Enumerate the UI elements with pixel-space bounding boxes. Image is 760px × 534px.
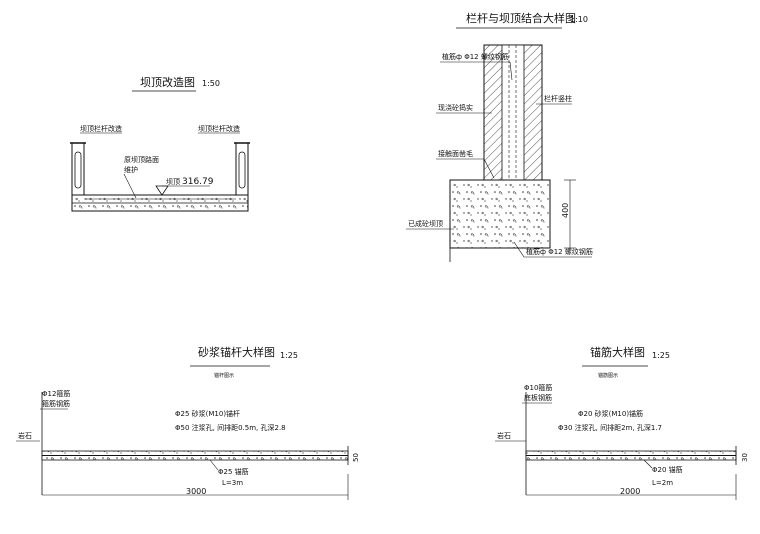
elevation-prefix: 坝顶 (166, 177, 180, 186)
left-railing-post (70, 142, 86, 196)
dam-top-plan: 坝顶改造图 1:50 坝顶栏杆改造 坝顶栏杆改造 原坝顶路面 维护 坝顶 316 (70, 75, 250, 212)
anchor-bar-title: 锚筋大样图 (590, 345, 645, 359)
top-rebar-label: 植筋ф Φ12 螺纹钢筋 (442, 52, 509, 61)
anchor-note-1: Φ20 砂浆(M10)锚筋 (578, 409, 643, 418)
mortar-anchor-title: 砂浆锚杆大样图 (198, 345, 275, 359)
mortar-dim: 3000 (186, 487, 206, 496)
mortar-anchor-scale: 1:25 (280, 351, 298, 360)
anchor-below-2: L=2m (652, 479, 673, 487)
mortar-below-1: Φ25 锚筋 (218, 467, 249, 476)
left-railing-label: 坝顶栏杆改造 (80, 124, 122, 133)
mortar-left-label-1: Φ12箍筋 (42, 389, 70, 398)
right-railing-post (234, 142, 250, 196)
elevation-value: 316.79 (182, 177, 214, 187)
railing-detail-title: 栏杆与坝顶结合大样图 (466, 11, 576, 25)
mortar-rock-label: 岩石 (18, 431, 32, 440)
dim-400: 400 (561, 203, 570, 218)
mortar-note-2: Φ50 注浆孔, 间排距0.5m, 孔深2.8 (175, 423, 286, 432)
anchor-left-label-2: 底板钢筋 (524, 393, 552, 402)
elevation-marker-icon (155, 185, 169, 196)
mortar-left-label-2: 箍筋钢筋 (42, 399, 70, 408)
existing-dam-label: 已成砼坝顶 (408, 219, 443, 228)
dam-concrete-base (449, 179, 551, 249)
anchor-rock-label: 岩石 (497, 431, 511, 440)
mortar-below-2: L=3m (222, 479, 243, 487)
railing-detail-scale: 1:10 (570, 15, 588, 24)
column-label: 栏杆竖柱 (544, 94, 572, 103)
anchor-bar-subtitle: 锚筋图示 (598, 372, 618, 379)
cast-concrete-label: 现浇砼捣实 (438, 103, 473, 112)
mortar-note-1: Φ25 砂浆(M10)锚杆 (175, 409, 240, 418)
anchor-note-2: Φ30 注浆孔, 间排距2m, 孔深1.7 (558, 423, 662, 432)
anchor-below-1: Φ20 锚筋 (652, 465, 683, 474)
mortar-anchor-subtitle: 锚杆图示 (214, 372, 234, 379)
right-railing-label: 坝顶栏杆改造 (198, 124, 240, 133)
anchor-bar-scale: 1:25 (652, 351, 670, 360)
dam-top-title: 坝顶改造图 (140, 75, 195, 89)
road-label-2: 维护 (124, 165, 138, 174)
anchor-end-mark: 30 (741, 453, 749, 462)
contact-surface-label: 接触面凿毛 (438, 149, 473, 158)
railing-detail: 栏杆与坝顶结合大样图 1:10 植筋ф Φ12 螺纹钢筋 栏杆竖柱 现浇砼捣实 … (406, 11, 593, 262)
road-label-1: 原坝顶路面 (124, 155, 159, 164)
dam-top-scale: 1:50 (202, 79, 220, 88)
mortar-anchor-detail: 砂浆锚杆大样图 1:25 锚杆图示 Φ12箍筋 箍筋钢筋 岩石 Φ25 砂浆(M… (16, 345, 360, 500)
mortar-end-mark: 50 (352, 453, 360, 462)
anchor-left-label-1: Φ10箍筋 (524, 383, 552, 392)
anchor-bar-detail: 锚筋大样图 1:25 锚筋图示 Φ10箍筋 底板钢筋 岩石 Φ20 砂浆(M10… (495, 345, 749, 500)
anchor-dim: 2000 (620, 487, 640, 496)
bottom-rebar-label: 植筋ф Φ12 螺纹钢筋 (526, 247, 593, 256)
